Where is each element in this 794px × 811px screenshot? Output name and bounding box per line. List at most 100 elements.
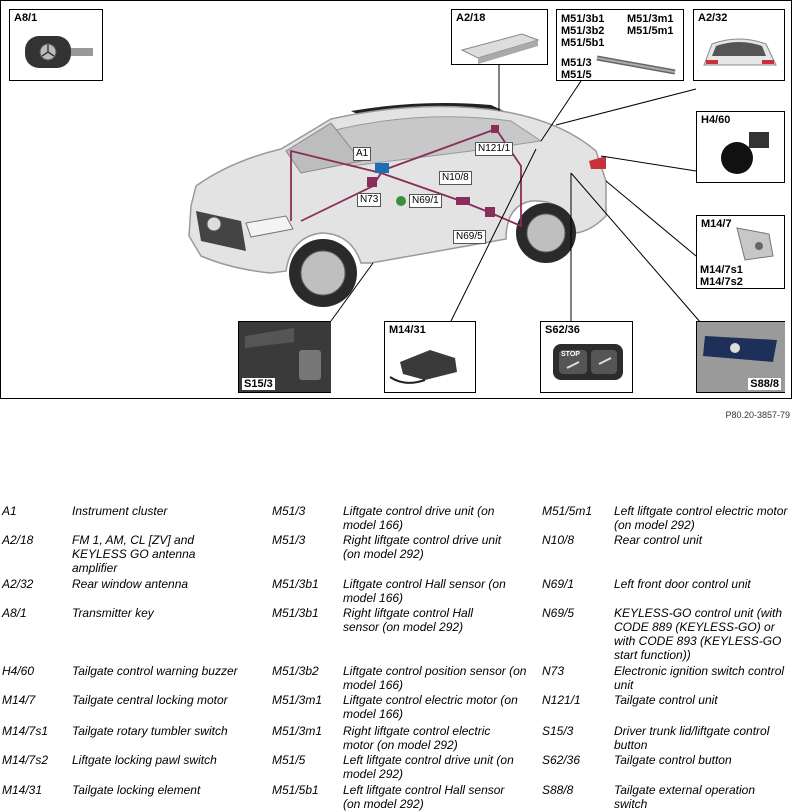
callout-label: A2/18 bbox=[456, 12, 486, 24]
transmitter-key-icon bbox=[25, 36, 93, 68]
legend-desc: FM 1, AM, CL [ZV] and KEYLESS GO antenna… bbox=[72, 533, 196, 575]
legend-desc: Transmitter key bbox=[72, 606, 154, 620]
legend-code: S88/8 bbox=[542, 783, 574, 797]
legend-desc: Instrument cluster bbox=[72, 504, 168, 518]
legend-desc: Tailgate external operation switch bbox=[614, 783, 755, 811]
legend-desc: Tailgate locking element bbox=[72, 783, 201, 797]
legend-code: N10/8 bbox=[542, 533, 575, 547]
m14-7s1-label: M14/7s1 bbox=[700, 264, 743, 276]
legend-code: M51/3m1 bbox=[272, 693, 323, 707]
stop-button-text: STOP bbox=[561, 351, 580, 358]
legend-desc: Liftgate control drive unit (on model 16… bbox=[343, 504, 495, 532]
legend-desc: Liftgate locking pawl switch bbox=[72, 753, 217, 767]
m14-7s2-label: M14/7s2 bbox=[700, 276, 743, 288]
legend-code: M51/5b1 bbox=[272, 783, 319, 797]
legend-desc: Electronic ignition switch control unit bbox=[614, 664, 785, 692]
legend-desc: Right liftgate control electric motor (o… bbox=[343, 724, 491, 752]
m51-labels-right: M51/3m1 M51/5m1 bbox=[627, 13, 673, 37]
m51-labels-bottom: M51/3 M51/5 bbox=[561, 57, 597, 81]
legend-code: H4/60 bbox=[2, 664, 35, 678]
callout-label: S62/36 bbox=[545, 324, 580, 336]
legend-code: N73 bbox=[542, 664, 565, 678]
legend-code: M51/3m1 bbox=[272, 724, 323, 738]
m14-7-switch-labels: M14/7s1 M14/7s2 bbox=[700, 264, 743, 288]
m51-3b1-label: M51/3b1 bbox=[561, 13, 605, 25]
legend-code: M51/3b2 bbox=[272, 664, 319, 678]
legend-code: A8/1 bbox=[2, 606, 27, 620]
callout-label: A2/32 bbox=[698, 12, 728, 24]
rear-window-icon bbox=[703, 38, 777, 66]
callout-label: M14/31 bbox=[389, 324, 426, 336]
callout-label: M14/7 bbox=[701, 218, 732, 230]
buzzer-icon bbox=[721, 132, 769, 174]
locking-element-icon bbox=[389, 350, 457, 384]
legend-desc: Liftgate control position sensor (on mod… bbox=[343, 664, 527, 692]
legend-code: M51/5m1 bbox=[542, 504, 593, 518]
callout-liftgate-drive-units: M51/3b1 M51/3b2 M51/5b1 M51/3m1 M51/5m1 … bbox=[556, 9, 684, 81]
callout-driver-liftgate-button: S15/3 bbox=[238, 321, 331, 393]
antenna-amplifier-icon bbox=[460, 33, 540, 64]
m51-5b1-label: M51/5b1 bbox=[561, 37, 605, 49]
pin-n10-8: N10/8 bbox=[439, 171, 472, 185]
legend-code: M51/5 bbox=[272, 753, 306, 767]
legend-desc: KEYLESS-GO control unit (with CODE 889 (… bbox=[614, 606, 783, 662]
pin-n69-5: N69/5 bbox=[453, 230, 486, 244]
legend-desc: Right liftgate control drive unit (on mo… bbox=[343, 533, 502, 561]
legend-desc: Rear window antenna bbox=[72, 577, 189, 591]
legend-code: M14/31 bbox=[2, 783, 43, 797]
pin-n121-1: N121/1 bbox=[475, 142, 514, 156]
m51-3m1-label: M51/3m1 bbox=[627, 13, 674, 25]
legend-desc: Rear control unit bbox=[614, 533, 703, 547]
pin-a1: A1 bbox=[353, 147, 372, 161]
legend-code: N69/5 bbox=[542, 606, 575, 620]
callout-transmitter-key: A8/1 bbox=[9, 9, 103, 81]
callout-label: S15/3 bbox=[242, 378, 275, 390]
m51-5-label: M51/5 bbox=[561, 69, 592, 81]
legend-code: S62/36 bbox=[542, 753, 581, 767]
m51-3-label: M51/3 bbox=[561, 57, 592, 69]
component-location-diagram: A8/1 A2/18 M51/3b1 M51/3b2 M51/5b1 M51/3… bbox=[0, 0, 792, 399]
callout-central-locking-motor: M14/7 M14/7s1 M14/7s2 bbox=[696, 215, 785, 289]
legend-code: S15/3 bbox=[542, 724, 574, 738]
gas-strut-icon bbox=[596, 55, 676, 75]
callout-tailgate-control-button: S62/36 STOP bbox=[540, 321, 633, 393]
callout-rear-window-antenna: A2/32 bbox=[693, 9, 785, 81]
legend-code: N121/1 bbox=[542, 693, 581, 707]
legend-code: M14/7s1 bbox=[2, 724, 49, 738]
legend-desc: Tailgate rotary tumbler switch bbox=[72, 724, 228, 738]
legend-desc: Left liftgate control drive unit (on mod… bbox=[343, 753, 514, 781]
legend-desc: Liftgate control electric motor (on mode… bbox=[343, 693, 518, 721]
legend-desc: Tailgate control unit bbox=[614, 693, 718, 707]
legend-code: N69/1 bbox=[542, 577, 575, 591]
callout-label: S88/8 bbox=[748, 378, 781, 390]
legend-desc: Left front door control unit bbox=[614, 577, 751, 591]
legend-code: M14/7 bbox=[2, 693, 36, 707]
callout-tailgate-locking-element: M14/31 bbox=[384, 321, 476, 393]
pin-n69-1: N69/1 bbox=[409, 194, 442, 208]
legend-desc: Left liftgate control electric motor (on… bbox=[614, 504, 788, 532]
legend-code: M51/3 bbox=[272, 504, 306, 518]
legend-desc: Tailgate central locking motor bbox=[72, 693, 228, 707]
callout-warning-buzzer: H4/60 bbox=[696, 111, 785, 183]
tailgate-button-icon bbox=[553, 344, 623, 380]
locking-motor-icon bbox=[736, 227, 774, 261]
figure-reference: P80.20-3857-79 bbox=[725, 410, 790, 420]
m51-labels-left: M51/3b1 M51/3b2 M51/5b1 bbox=[561, 13, 604, 49]
legend-desc: Tailgate control warning buzzer bbox=[72, 664, 238, 678]
callout-external-operation-switch: S88/8 bbox=[696, 321, 785, 393]
legend-code: A1 bbox=[2, 504, 17, 518]
legend-code: M51/3b1 bbox=[272, 577, 319, 591]
callout-label: H4/60 bbox=[701, 114, 731, 126]
legend-code: A2/18 bbox=[2, 533, 34, 547]
legend-desc: Tailgate control button bbox=[614, 753, 732, 767]
callout-label: A8/1 bbox=[14, 12, 38, 24]
callout-antenna-amplifier: A2/18 bbox=[451, 9, 548, 65]
pin-n73: N73 bbox=[357, 193, 382, 207]
legend-code: A2/32 bbox=[2, 577, 34, 591]
legend-desc: Left liftgate control Hall sensor (on mo… bbox=[343, 783, 505, 811]
legend-code: M51/3b1 bbox=[272, 606, 319, 620]
legend-code: M14/7s2 bbox=[2, 753, 49, 767]
legend-desc: Liftgate control Hall sensor (on model 1… bbox=[343, 577, 506, 605]
legend-desc: Right liftgate control Hall sensor (on m… bbox=[343, 606, 474, 634]
m51-3b2-label: M51/3b2 bbox=[561, 25, 605, 37]
